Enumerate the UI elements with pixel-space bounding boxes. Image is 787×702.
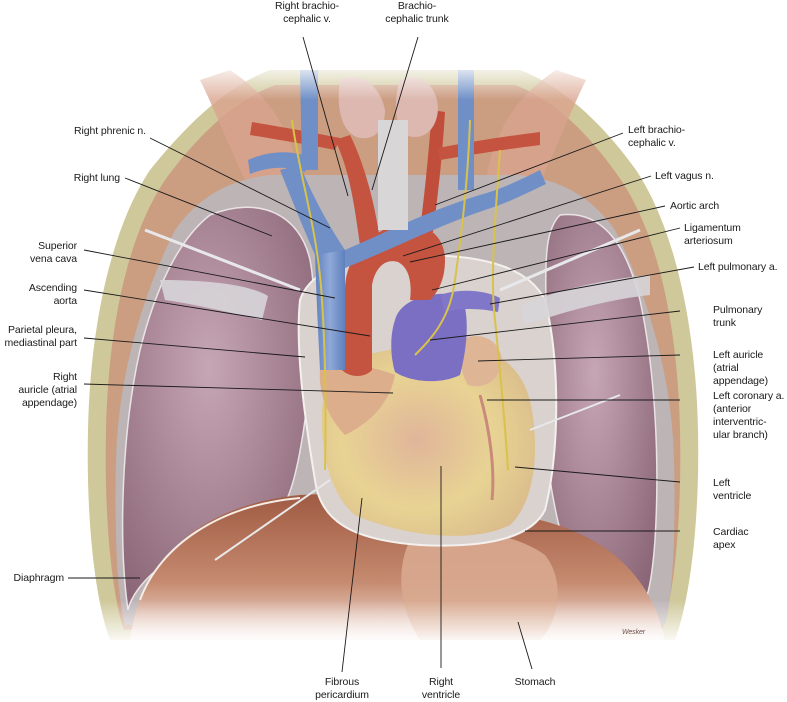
- label-left-vagus-n: Left vagus n.: [655, 170, 714, 182]
- retractors: [144, 228, 650, 561]
- artist-signature: Wesker: [622, 629, 645, 636]
- label-brachiocephalic-trunk: Brachio- cephalic trunk: [385, 0, 449, 25]
- label-left-auricle: Left auricle (atrial appendage): [713, 349, 769, 387]
- label-right-ventricle: Right ventricle: [421, 676, 461, 701]
- label-pulmonary-trunk: Pulmonary trunk: [713, 304, 763, 329]
- label-right-auricle: Right auricle (atrial appendage): [18, 371, 77, 409]
- label-ligamentum-arteriosum: Ligamentum arteriosum: [684, 222, 741, 247]
- label-aortic-arch: Aortic arch: [670, 200, 720, 212]
- label-left-ventricle: Left ventricle: [713, 477, 752, 502]
- pulmonary-trunk: [391, 293, 467, 382]
- label-left-pulmonary-a: Left pulmonary a.: [698, 261, 778, 273]
- label-stomach: Stomach: [514, 676, 556, 688]
- label-diaphragm: Diaphragm: [13, 572, 65, 584]
- label-parietal-pleura: Parietal pleura, mediastinal part: [4, 324, 77, 349]
- label-left-coronary-a: Left coronary a. (anterior interventric-…: [713, 390, 785, 441]
- leader-lines: [68, 36, 695, 673]
- label-right-lung: Right lung: [73, 172, 120, 184]
- label-left-brachiocephalic-v: Left brachio- cephalic v.: [628, 124, 686, 149]
- label-superior-vena-cava: Superior vena cava: [30, 240, 77, 265]
- label-right-brachiocephalic-v: Right brachio- cephalic v.: [275, 0, 339, 25]
- label-cardiac-apex: Cardiac apex: [713, 526, 749, 551]
- label-fibrous-pericardium: Fibrous pericardium: [315, 676, 369, 701]
- veins: [248, 70, 546, 370]
- label-ascending-aorta: Ascending aorta: [28, 282, 77, 307]
- label-right-phrenic-n: Right phrenic n.: [74, 125, 146, 137]
- nerves: [291, 119, 509, 471]
